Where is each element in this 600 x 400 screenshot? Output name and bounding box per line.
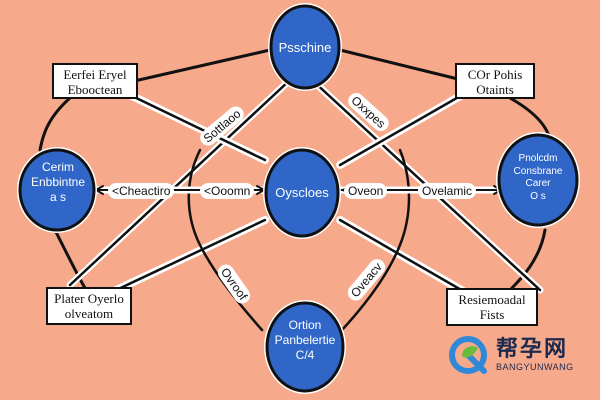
box-bottom-right: Resiemoadal Fists [446,288,538,326]
node-bottom-line-2: Panbelertie [274,333,336,347]
box-top-left-line-2: Ebooctean [67,81,123,97]
watermark-text: 帮孕网 BANGYUNWANG [496,337,574,373]
node-right-line-2: Consbrane [513,165,563,177]
connector-label-center-right: Oveon [344,183,388,199]
node-right-label: Pnolcdm Consbrane Carer O s [500,153,576,203]
box-bottom-right-line-1: Resiemoadal [458,292,526,307]
node-center-line: Oyscloes [275,185,329,200]
watermark-chinese: 帮孕网 [496,337,569,362]
connector-label-left-mid: <Cheactiro [108,183,175,199]
watermark-english: BANGYUNWANG [496,362,574,372]
node-right-line-4: O s [530,190,546,202]
box-bottom-left-line-2: olveatom [64,305,114,321]
edge-left-to-bottomleft [53,228,87,290]
watermark: 帮孕网 BANGYUNWANG [448,334,574,376]
node-top-label: Psschine [268,40,342,56]
node-left-line-3: a s [49,190,66,204]
node-left-line-2: Enbbintne [30,175,86,189]
edge-arc-right [340,148,411,332]
node-right-line-1: Pnolcdm [518,153,558,164]
edge-top-to-topright [338,48,464,82]
node-right-line-3: Carer [525,178,551,189]
node-left-label: Cerim Enbbintne a s [22,160,94,205]
connector-label-center-left: <Ooomn [200,183,255,199]
node-center-label: Oyscloes [264,185,340,201]
node-top [269,4,341,90]
edge-top-to-topleft [128,48,272,84]
node-center [264,148,340,238]
q-leaf-logo-icon [449,336,487,374]
edge-center-to-bottomright [338,218,472,297]
box-bottom-right-line-2: Fists [479,306,505,322]
edge-top-to-bottomleft [68,78,292,287]
edge-center-to-bottomleft [93,218,267,302]
box-top-right-line-2: Otaints [476,81,514,97]
box-top-right: COr Pohis Otaints [455,63,535,99]
edge-arc-left [187,148,264,332]
node-top-line: Psschine [278,40,332,55]
node-bottom-label: Ortion Panbelertie C/4 [266,318,344,363]
box-top-left-line-1: Eerfei Eryel [63,67,127,82]
node-left [18,148,96,232]
edge-right-to-bottomright [508,228,547,292]
box-top-left: Eerfei Eryel Ebooctean [52,63,138,99]
edge-topright-to-center [338,93,464,167]
node-bottom-line-3: C/4 [295,348,315,362]
node-bottom [265,301,345,393]
node-left-line-1: Cerim [42,160,74,174]
box-top-right-line-1: COr Pohis [467,67,523,82]
node-right [497,133,579,227]
node-bottom-line-1: Ortion [288,318,322,332]
edge-topleft-to-left [38,96,72,152]
connector-label-right-mid: Ovelamic [418,183,477,199]
box-bottom-left-line-1: Plater Oyerlo [54,291,124,306]
edge-topleft-to-center [128,93,267,162]
box-bottom-left: Plater Oyerlo olveatom [46,287,132,325]
